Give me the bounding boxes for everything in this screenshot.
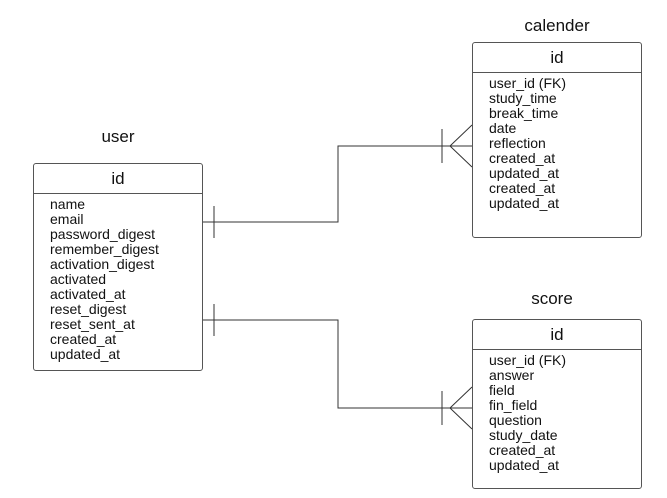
crowfoot-lower-score xyxy=(449,407,473,430)
field-item: user_id (FK) xyxy=(489,75,567,91)
field-item: created_at xyxy=(489,180,556,196)
field-item: study_time xyxy=(489,90,557,106)
relationship-user-calender xyxy=(203,124,473,238)
field-item: user_id (FK) xyxy=(489,352,567,368)
field-item: updated_at xyxy=(489,195,560,211)
entity-user-fields: name email password_digest remember_dige… xyxy=(34,194,202,362)
field-item: updated_at xyxy=(50,346,121,362)
crowfoot-upper-score xyxy=(449,386,473,409)
field-item: reset_digest xyxy=(50,301,127,317)
field-item: email xyxy=(50,211,84,227)
field-item: activation_digest xyxy=(50,256,155,272)
field-item: created_at xyxy=(489,442,556,458)
entity-calender-fields: user_id (FK) study_time break_time date … xyxy=(473,73,641,211)
entity-score-primary-key: id xyxy=(473,320,641,350)
field-item: reset_sent_at xyxy=(50,316,135,332)
field-item: remember_digest xyxy=(50,241,159,257)
field-item: field xyxy=(489,382,515,398)
entity-user[interactable]: id name email password_digest remember_d… xyxy=(33,163,203,371)
field-item: activated xyxy=(50,271,107,287)
field-item: activated_at xyxy=(50,286,126,302)
field-item: updated_at xyxy=(489,165,560,181)
entity-calender-primary-key: id xyxy=(473,43,641,73)
entity-score-fields: user_id (FK) answer field fin_field ques… xyxy=(473,350,641,473)
field-item: reflection xyxy=(489,135,546,151)
connector-line-user-score xyxy=(203,319,472,409)
connector-line-user-calender xyxy=(203,145,472,223)
field-item: date xyxy=(489,120,517,136)
field-item: fin_field xyxy=(489,397,538,413)
field-item: name xyxy=(50,196,86,212)
field-item: answer xyxy=(489,367,535,383)
field-item: updated_at xyxy=(489,457,560,473)
field-item: created_at xyxy=(50,331,117,347)
entity-score[interactable]: id user_id (FK) answer field fin_field q… xyxy=(472,319,642,489)
relationship-user-score xyxy=(203,304,473,430)
entity-user-primary-key: id xyxy=(34,164,202,194)
entity-calender[interactable]: id user_id (FK) study_time break_time da… xyxy=(472,42,642,238)
field-item: study_date xyxy=(489,427,558,443)
crowfoot-lower-calender xyxy=(449,145,473,168)
field-item: question xyxy=(489,412,542,428)
entity-title-calender: calender xyxy=(524,16,590,35)
field-item: created_at xyxy=(489,150,556,166)
entity-title-score: score xyxy=(531,289,573,308)
crowfoot-upper-calender xyxy=(449,124,473,147)
entity-title-user: user xyxy=(101,127,135,146)
field-item: break_time xyxy=(489,105,559,121)
field-item: password_digest xyxy=(50,226,156,242)
